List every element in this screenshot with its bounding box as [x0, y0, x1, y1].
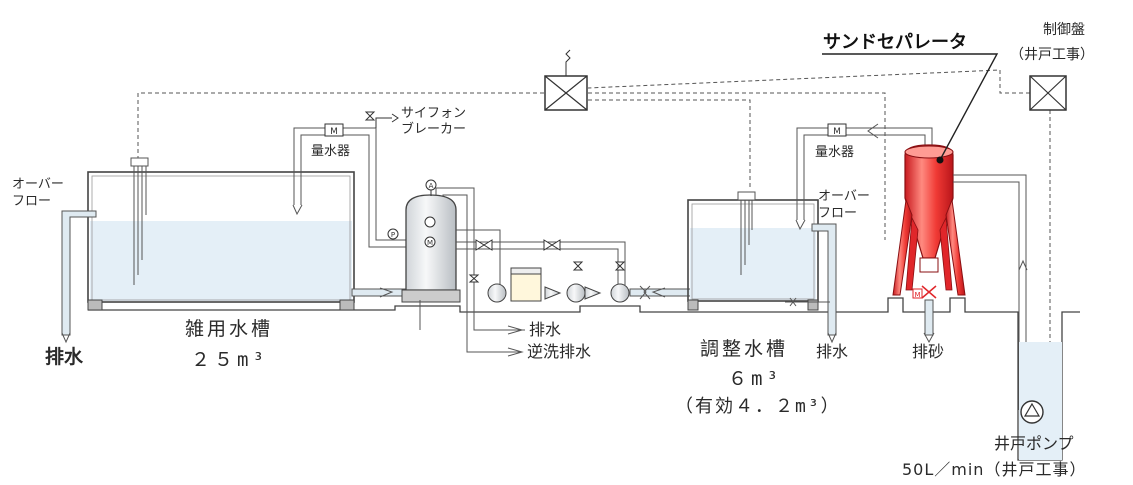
siphon-label-1: サイフォン	[401, 106, 467, 121]
overflow-right-label-1: オーバー	[818, 189, 870, 204]
backwash-drain-label: 逆洗排水	[527, 342, 592, 361]
well-pump-spec-label: 50L／min（井戸工事）	[902, 460, 1087, 479]
meter-right-label: 量水器	[815, 145, 855, 160]
tank1-name-label: 雑用水槽	[185, 318, 274, 340]
ground-line	[88, 297, 1080, 461]
tank2-drain-pipe	[785, 297, 830, 307]
remote-control-box	[544, 49, 588, 111]
filter-vessel	[401, 179, 461, 303]
well-pipe	[953, 174, 1028, 410]
filter-drain-label: 排水	[529, 320, 562, 339]
tank2-volume-label: ６m³	[728, 368, 782, 390]
separator-pointer-dot	[936, 156, 944, 164]
overflow-pipe-right	[811, 223, 837, 344]
filter-valve-mark: M	[427, 239, 433, 247]
inlet-pipe-tank2	[795, 123, 933, 231]
sand-drain-label: 排砂	[912, 342, 945, 361]
meter-right-mark: M	[833, 127, 841, 137]
chlorinator	[510, 267, 542, 302]
pipe-to-tank2	[629, 285, 693, 300]
overflow-pipe-left	[61, 210, 97, 344]
sand-separator	[892, 144, 966, 299]
pump-1	[487, 283, 586, 303]
valves	[468, 239, 626, 283]
tank2-effective-label: （有効４．２m³）	[675, 396, 841, 417]
sand-valve-mark: M	[914, 291, 920, 299]
level-sensor-1	[130, 157, 149, 285]
meter-right	[827, 123, 847, 137]
meter-left	[324, 123, 344, 137]
control-panel-sub-label: （井戸工事）	[1010, 47, 1094, 63]
control-panel-label: 制御盤	[1043, 22, 1085, 38]
sand-separator-label: サンドセパレータ	[823, 32, 967, 53]
pump-2	[584, 283, 630, 303]
well-pump-label: 井戸ポンプ	[994, 434, 1074, 453]
pressure-gauge-mark: P	[391, 231, 395, 239]
tank-1	[87, 171, 355, 311]
pressure-gauge	[387, 228, 399, 240]
control-panel-box	[1029, 75, 1067, 111]
meter-left-label: 量水器	[311, 144, 351, 159]
siphon-label-2: ブレーカー	[401, 122, 467, 137]
overflow-left-label-1: オーバー	[12, 177, 64, 192]
tank2-name-label: 調整水槽	[700, 338, 789, 360]
drain-main-label: 排水	[45, 346, 84, 368]
tank-2	[687, 199, 819, 311]
sand-drain-pipe	[923, 299, 935, 344]
level-sensor-2	[737, 191, 756, 275]
well-water	[1019, 342, 1062, 460]
tank1-volume-label: ２５m³	[191, 349, 268, 371]
overflow-left-label-2: フロー	[12, 194, 52, 209]
tank2-drain-label: 排水	[816, 342, 849, 361]
siphon-breaker	[364, 111, 399, 128]
filter-piping	[419, 187, 626, 357]
gauge-a-mark: A	[429, 182, 434, 190]
separator-pointer	[822, 53, 999, 161]
meter-left-mark: M	[330, 127, 338, 137]
overflow-right-label-2: フロー	[818, 206, 858, 221]
well-pump	[1020, 400, 1044, 424]
